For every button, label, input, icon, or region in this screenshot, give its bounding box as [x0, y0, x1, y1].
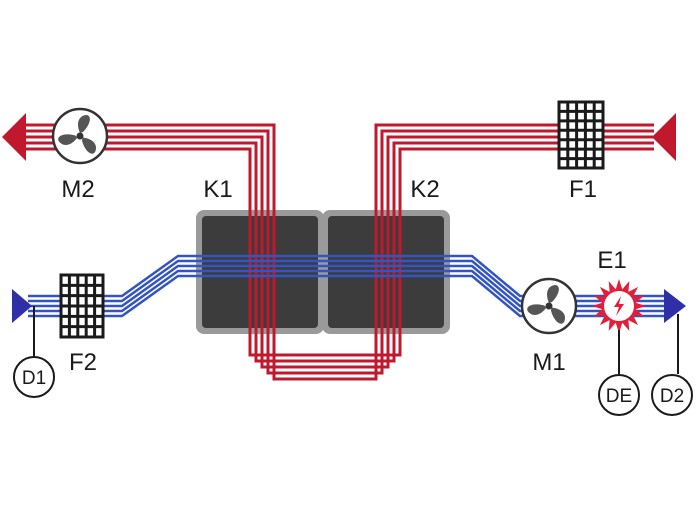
sensor-d1: D1 [13, 356, 55, 398]
exhaust-duct-line [24, 147, 654, 357]
fan-m2-label: M2 [61, 176, 94, 203]
filter-f2-label: F2 [69, 349, 97, 376]
exchanger-k2-label: K2 [410, 176, 439, 203]
supply-outlet-arrow [664, 289, 686, 323]
heater-e1-label: E1 [597, 247, 626, 274]
exhaust-duct-line [24, 129, 654, 375]
electric-heater-e1-icon [592, 279, 646, 333]
filter-f1-label: F1 [569, 176, 597, 203]
fan-m1-label: M1 [532, 349, 565, 376]
exhaust-inlet-arrow [652, 113, 676, 161]
fan-m2-icon [51, 107, 109, 165]
exhaust-air-duct [24, 123, 654, 381]
sensor-d2: D2 [651, 374, 693, 416]
exhaust-outlet-arrow [2, 113, 26, 161]
sensor-de-label: DE [606, 386, 632, 407]
exchanger-k1-label: K1 [203, 176, 232, 203]
sensor-d2-label: D2 [660, 386, 684, 407]
exhaust-duct-line [24, 141, 654, 363]
supply-inlet-arrow [12, 289, 32, 323]
sensor-de: DE [598, 374, 640, 416]
sensor-d1-label: D1 [22, 368, 46, 389]
fan-m1-icon [520, 277, 578, 335]
exhaust-duct-line [24, 123, 654, 381]
exhaust-duct-line [24, 135, 654, 369]
filter-f2-icon [59, 273, 105, 339]
filter-f1-icon [557, 100, 605, 170]
